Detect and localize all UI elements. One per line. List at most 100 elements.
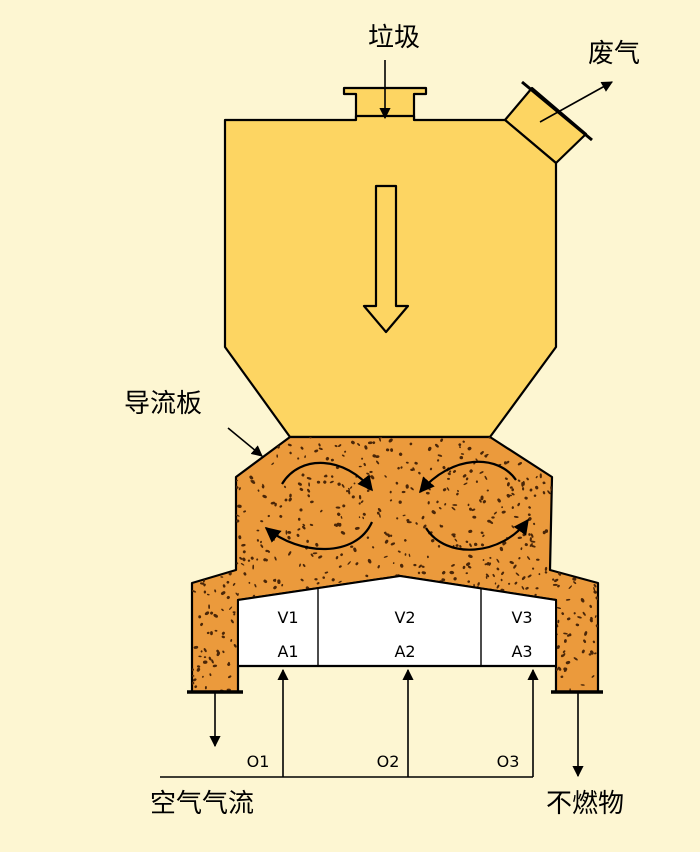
bed-particle [389, 490, 392, 494]
bed-particle [565, 660, 571, 665]
bed-particle [406, 521, 412, 524]
bed-particle [284, 498, 288, 502]
bed-particle [566, 617, 571, 621]
bed-particle [544, 571, 548, 574]
bed-particle [358, 516, 361, 519]
bed-particle [527, 574, 532, 578]
bed-particle [501, 506, 504, 509]
bed-particle [266, 550, 271, 553]
bed-particle [318, 447, 323, 450]
bed-particle [360, 500, 364, 504]
bed-particle [383, 555, 388, 558]
bed-particle [531, 567, 535, 570]
bed-particle [237, 504, 242, 508]
bed-particle [289, 451, 292, 455]
bed-particle [535, 485, 539, 490]
bed-particle [260, 520, 264, 523]
bed-particle [242, 550, 246, 554]
zone-1-a-label: A1 [277, 642, 298, 661]
bed-particle [536, 558, 540, 561]
bed-particle [421, 571, 427, 575]
bed-particle [442, 465, 446, 470]
bed-particle [557, 584, 560, 588]
bed-particle [500, 578, 503, 582]
bed-particle [364, 445, 368, 450]
bed-particle [494, 582, 497, 585]
bed-particle [431, 510, 436, 515]
bed-particle [509, 560, 514, 565]
bed-particle [307, 494, 310, 498]
bed-particle [547, 490, 551, 495]
bed-particle [568, 633, 572, 637]
bed-particle [221, 635, 225, 639]
bed-particle [239, 557, 243, 560]
bed-particle [323, 480, 327, 484]
zone-3-a-label: A3 [511, 642, 532, 661]
bed-particle [206, 593, 210, 596]
bed-particle [438, 507, 442, 510]
bed-particle [365, 574, 369, 578]
bed-particle [194, 685, 198, 689]
bed-particle [529, 543, 533, 547]
bed-particle [318, 555, 323, 559]
bed-particle [384, 539, 389, 544]
bed-particle [468, 554, 473, 558]
bed-particle [302, 523, 306, 527]
bed-particle [232, 611, 236, 614]
bed-particle [534, 593, 537, 596]
bed-particle [208, 656, 212, 661]
bed-particle [192, 668, 195, 672]
bed-particle [482, 500, 487, 504]
bed-particle [389, 534, 393, 537]
bed-particle [582, 611, 586, 616]
bed-particle [309, 523, 314, 526]
bed-particle [435, 443, 439, 448]
bed-particle [575, 623, 580, 627]
bed-particle [485, 575, 488, 580]
bed-particle [376, 511, 380, 515]
bed-particle [568, 585, 572, 589]
bed-particle [242, 557, 246, 562]
bed-particle [211, 659, 214, 664]
bed-particle [474, 542, 478, 547]
bed-particle [552, 578, 555, 581]
bed-particle [199, 582, 205, 585]
bed-particle [230, 639, 233, 642]
bed-particle [262, 494, 267, 499]
bed-particle [529, 537, 532, 542]
bed-particle [371, 546, 375, 549]
bed-particle [273, 585, 277, 590]
bed-particle [521, 576, 526, 581]
bed-particle [565, 598, 571, 601]
bed-particle [301, 473, 305, 477]
bed-particle [594, 652, 597, 655]
bed-particle [449, 570, 455, 575]
bed-particle [379, 437, 383, 439]
bed-particle [480, 452, 483, 455]
bed-particle [514, 581, 518, 585]
bed-particle [210, 631, 213, 636]
bed-particle [451, 506, 456, 511]
bed-particle [533, 494, 537, 497]
bed-particle [347, 487, 351, 490]
bed-particle [257, 489, 260, 492]
bed-particle [263, 579, 268, 584]
zone-1-o-label: O1 [247, 752, 270, 771]
bed-particle [226, 595, 230, 600]
bed-particle [517, 502, 521, 507]
bed-particle [256, 529, 260, 532]
bed-particle [287, 530, 292, 534]
bed-particle [353, 482, 356, 485]
bed-particle [340, 553, 343, 557]
bed-particle [196, 667, 201, 672]
bed-particle [213, 613, 218, 618]
bed-particle [527, 513, 531, 517]
bed-particle [525, 586, 529, 590]
bed-particle [528, 517, 532, 521]
bed-particle [388, 438, 393, 443]
bed-particle [451, 564, 455, 567]
bed-particle [572, 577, 577, 581]
bed-particle [222, 584, 226, 588]
bed-particle [354, 526, 360, 530]
bed-particle [325, 456, 330, 461]
